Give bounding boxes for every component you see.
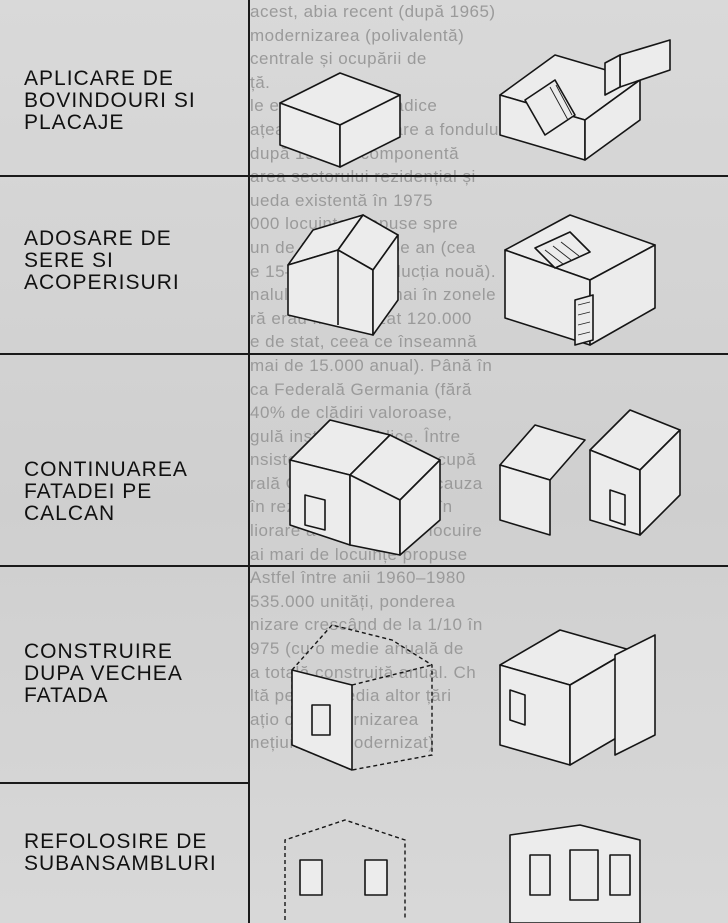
background-prose-line: nizare crescând de la 1/10 în: [250, 615, 483, 635]
row-label-line: ACOPERISURI: [24, 271, 180, 294]
row-label-line: PLACAJE: [24, 111, 125, 134]
row-label-subansambluri: REFOLOSIRE DE SUBANSAMBLURI: [24, 831, 217, 875]
row-label-line: APLICARE DE: [24, 67, 174, 90]
illustration-old-facade-dashed: [291, 624, 433, 771]
row-label-line: FATADA: [24, 684, 109, 707]
table-rule-2: [0, 353, 728, 355]
row-label-bovindouri: APLICARE DE BOVINDOURI SI PLACAJE: [24, 68, 196, 134]
background-prose-line: Astfel între anii 1960–1980: [250, 568, 466, 588]
background-prose-line: e de stat, ceea ce înseamnă: [250, 332, 478, 352]
illustration-house-with-greenhouse: [504, 214, 656, 346]
row-label-line: SERE SI: [24, 249, 114, 272]
background-prose-line: ță.: [250, 72, 271, 92]
illustration-gable-wall-continuation-1: [289, 419, 441, 556]
illustration-subassembly-dashed: [284, 819, 406, 920]
illustration-bay-window-building: [499, 39, 671, 161]
background-prose-line: ai mari de locuințe propuse: [250, 544, 468, 564]
row-label-line: ADOSARE DE: [24, 227, 172, 250]
table-vertical-rule: [248, 0, 250, 923]
background-prose-line: centrale și ocupării de: [250, 49, 427, 69]
illustration-rebuilt-behind-facade: [499, 629, 656, 766]
illustration-gable-wall-continuation-2: [499, 409, 681, 536]
illustration-house-gabled: [287, 214, 399, 336]
background-prose-line: acest, abia recent (după 1965): [250, 2, 496, 21]
illustration-box-volume: [279, 72, 401, 168]
row-label-line: CONSTRUIRE: [24, 640, 173, 663]
row-label-calcan: CONTINUAREA FATADEI PE CALCAN: [24, 459, 188, 525]
row-label-sere: ADOSARE DE SERE SI ACOPERISURI: [24, 228, 180, 294]
table-rule-3: [0, 565, 728, 567]
background-prose: acest, abia recent (după 1965) modernizar…: [250, 0, 728, 923]
background-prose-line: 535.000 unități, ponderea: [250, 591, 456, 611]
background-prose-line: 975 (cu o medie anuală de: [250, 639, 464, 659]
background-prose-line: 40% de clădiri valoroase,: [250, 403, 453, 423]
background-prose-line: ueda existentă în 1975: [250, 190, 434, 210]
row-label-line: FATADEI PE: [24, 480, 153, 503]
row-label-line: CONTINUAREA: [24, 458, 188, 481]
row-label-line: REFOLOSIRE DE: [24, 830, 208, 853]
background-prose-line: mai de 15.000 anual). Până în: [250, 355, 493, 375]
row-label-line: CALCAN: [24, 502, 116, 525]
row-label-line: DUPA VECHEA: [24, 662, 183, 685]
row-label-line: BOVINDOURI SI: [24, 89, 196, 112]
background-prose-line: ca Federală Germania (fără: [250, 379, 472, 399]
table-rule-4: [0, 782, 250, 784]
background-prose-line: modernizarea (polivalentă): [250, 25, 465, 45]
row-label-vechea-fatada: CONSTRUIRE DUPA VECHEA FATADA: [24, 641, 183, 707]
table-rule-1: [0, 175, 728, 177]
illustration-subassembly-reused: [509, 824, 641, 923]
greenhouse-hatch: [544, 241, 580, 265]
row-label-line: SUBANSAMBLURI: [24, 852, 217, 875]
